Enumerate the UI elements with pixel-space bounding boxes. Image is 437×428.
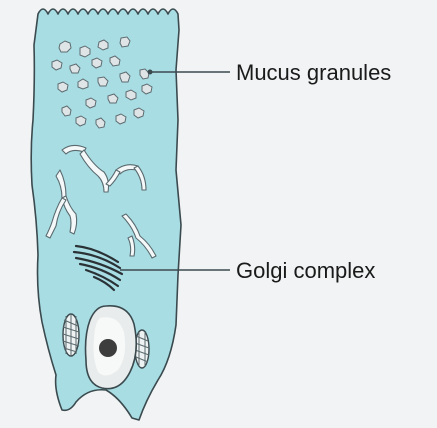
- mitochondrion-outer: [135, 330, 149, 368]
- granule: [120, 37, 130, 47]
- nucleolus: [99, 339, 117, 357]
- label-golgi-complex: Golgi complex: [236, 258, 375, 283]
- mitochondrion-right: [135, 330, 149, 368]
- label-mucus-granules: Mucus granules: [236, 60, 391, 85]
- mitochondrion-left: [63, 314, 79, 356]
- granule: [80, 46, 90, 57]
